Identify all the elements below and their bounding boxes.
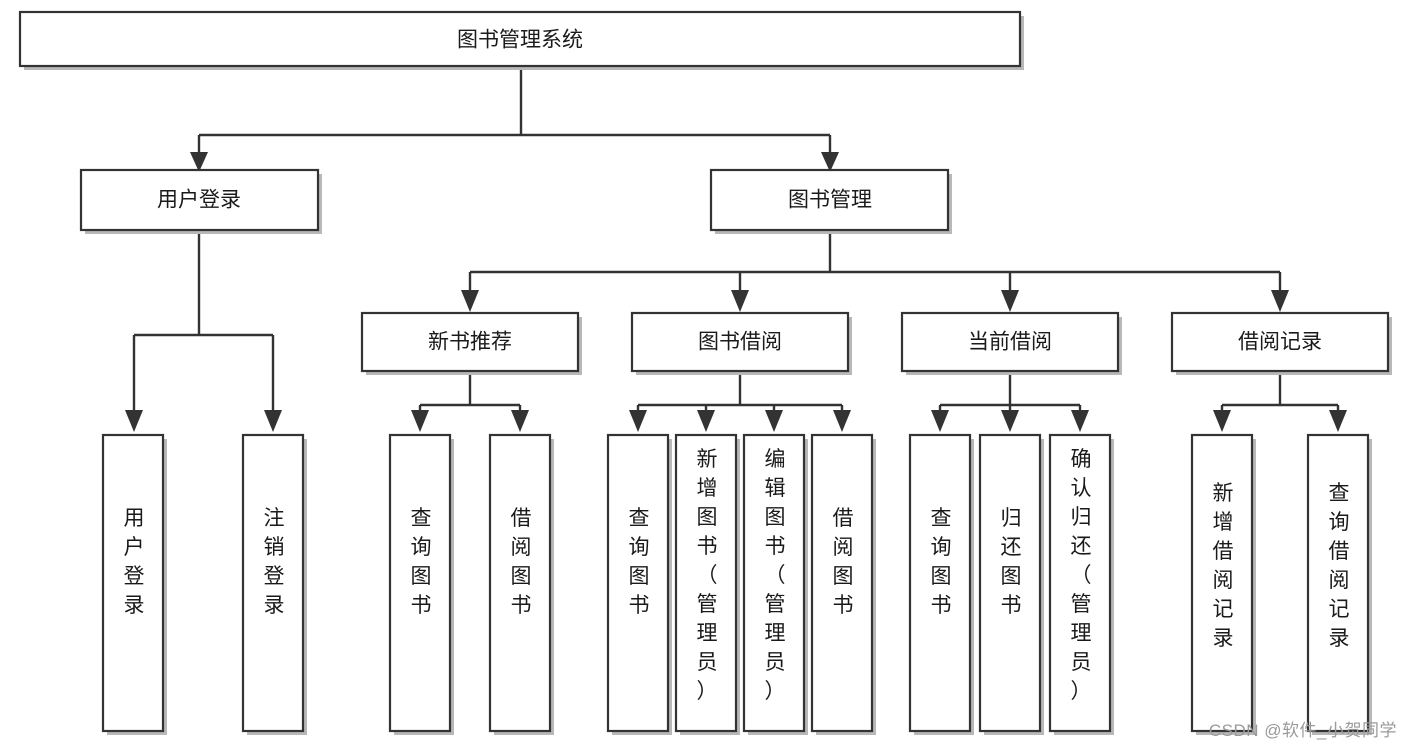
arrow-borrow-record bbox=[1271, 290, 1289, 312]
leaf-query-book-2-label: 查询图书 bbox=[629, 507, 650, 617]
leaf-add-borrow-record-label: 新增借阅记录 bbox=[1213, 482, 1234, 650]
arrow-leaf-add-borrow-record bbox=[1213, 410, 1231, 432]
leaf-confirm-return-label: 确认归还（管理员） bbox=[1071, 448, 1092, 703]
arrow-current-borrow bbox=[1001, 290, 1019, 312]
arrow-leaf-query-book-2 bbox=[629, 410, 647, 432]
current-borrow-box bbox=[900, 311, 1120, 373]
leaf-node-edit-book[interactable]: 编辑图书（管理员） bbox=[742, 433, 808, 735]
leaf-borrow-book-2-label: 借阅图书 bbox=[833, 507, 854, 617]
node-book-borrow[interactable]: 图书借阅 bbox=[630, 311, 852, 375]
node-book-management[interactable]: 图书管理 bbox=[709, 168, 952, 234]
leaf-query-borrow-record-box bbox=[1306, 433, 1370, 733]
leaf-add-book-box bbox=[674, 433, 738, 733]
leaf-edit-book-box bbox=[742, 433, 806, 733]
arrow-leaf-borrow-book-1 bbox=[511, 410, 529, 432]
root-label: 图书管理系统 bbox=[457, 29, 583, 52]
user-login-label: 用户登录 bbox=[157, 189, 241, 212]
book-borrow-label: 图书借阅 bbox=[698, 331, 782, 354]
leaf-confirm-return-box bbox=[1048, 433, 1112, 733]
book-management-label: 图书管理 bbox=[788, 189, 872, 212]
leaf-node-borrow-book-1[interactable]: 借阅图书 bbox=[488, 433, 554, 735]
arrow-leaf-query-book-3 bbox=[931, 410, 949, 432]
root-box bbox=[18, 10, 1022, 68]
node-root[interactable]: 图书管理系统 bbox=[18, 10, 1024, 70]
arrow-leaf-query-borrow-record bbox=[1329, 410, 1347, 432]
leaf-query-borrow-record-label: 查询借阅记录 bbox=[1329, 482, 1350, 650]
leaf-edit-book-label: 编辑图书（管理员） bbox=[765, 448, 786, 703]
leaf-add-book-label: 新增图书（管理员） bbox=[697, 448, 718, 703]
new-book-recommend-box bbox=[360, 311, 580, 373]
leaf-node-query-borrow-record[interactable]: 查询借阅记录 bbox=[1306, 433, 1372, 735]
borrow-record-box bbox=[1170, 311, 1390, 373]
leaf-query-book-3-label: 查询图书 bbox=[931, 507, 952, 617]
node-new-book-recommend[interactable]: 新书推荐 bbox=[360, 311, 582, 375]
leaf-node-return-book[interactable]: 归还图书 bbox=[978, 433, 1044, 735]
leaf-return-book-label: 归还图书 bbox=[1001, 507, 1022, 617]
node-current-borrow[interactable]: 当前借阅 bbox=[900, 311, 1122, 375]
leaf-node-query-book-2[interactable]: 查询图书 bbox=[606, 433, 672, 735]
leaf-borrow-book-1-box bbox=[488, 433, 552, 733]
arrow-leaf-add-book bbox=[697, 410, 715, 432]
book-borrow-box bbox=[630, 311, 850, 373]
user-login-box bbox=[79, 168, 320, 232]
leaf-query-book-2-box bbox=[606, 433, 670, 733]
arrow-new-book-recommend bbox=[461, 290, 479, 312]
node-borrow-record[interactable]: 借阅记录 bbox=[1170, 311, 1392, 375]
arrow-leaf-edit-book bbox=[765, 410, 783, 432]
csdn-watermark: CSDN @软件_小贺同学 bbox=[1208, 721, 1397, 740]
arrow-book-borrow bbox=[731, 290, 749, 312]
arrow-leaf-logout-login bbox=[264, 410, 282, 432]
leaf-node-user-login[interactable]: 用户登录 bbox=[101, 433, 167, 735]
leaf-node-borrow-book-2[interactable]: 借阅图书 bbox=[810, 433, 876, 735]
leaf-user-login-label: 用户登录 bbox=[124, 507, 145, 617]
leaf-query-book-1-box bbox=[388, 433, 452, 733]
current-borrow-label: 当前借阅 bbox=[968, 331, 1052, 354]
leaf-return-book-box bbox=[978, 433, 1042, 733]
node-user-login[interactable]: 用户登录 bbox=[79, 168, 322, 234]
arrow-user-login bbox=[190, 152, 208, 172]
leaf-node-query-book-1[interactable]: 查询图书 bbox=[388, 433, 454, 735]
leaf-logout-login-label: 注销登录 bbox=[264, 507, 285, 617]
arrow-book-management bbox=[821, 152, 839, 172]
borrow-record-label: 借阅记录 bbox=[1238, 331, 1322, 354]
arrow-leaf-confirm-return bbox=[1071, 410, 1089, 432]
leaf-node-logout-login[interactable]: 注销登录 bbox=[241, 433, 307, 735]
leaf-node-query-book-3[interactable]: 查询图书 bbox=[908, 433, 974, 735]
leaf-node-add-borrow-record[interactable]: 新增借阅记录 bbox=[1190, 433, 1256, 735]
connectors-layer bbox=[125, 68, 1347, 432]
arrow-leaf-user-login bbox=[125, 410, 143, 432]
leaf-node-confirm-return[interactable]: 确认归还（管理员） bbox=[1048, 433, 1114, 735]
arrow-leaf-query-book-1 bbox=[411, 410, 429, 432]
leaf-query-book-3-box bbox=[908, 433, 972, 733]
leaf-logout-login-box bbox=[241, 433, 305, 733]
leaf-user-login-box bbox=[101, 433, 165, 733]
new-book-recommend-label: 新书推荐 bbox=[428, 331, 512, 354]
leaf-borrow-book-1-label: 借阅图书 bbox=[511, 507, 532, 617]
arrow-leaf-return-book bbox=[1001, 410, 1019, 432]
leaf-query-book-1-label: 查询图书 bbox=[411, 507, 432, 617]
arrow-leaf-borrow-book-2 bbox=[833, 410, 851, 432]
leaf-node-add-book[interactable]: 新增图书（管理员） bbox=[674, 433, 740, 735]
book-management-box bbox=[709, 168, 950, 232]
leaf-borrow-book-2-box bbox=[810, 433, 874, 733]
leaf-add-borrow-record-box bbox=[1190, 433, 1254, 733]
